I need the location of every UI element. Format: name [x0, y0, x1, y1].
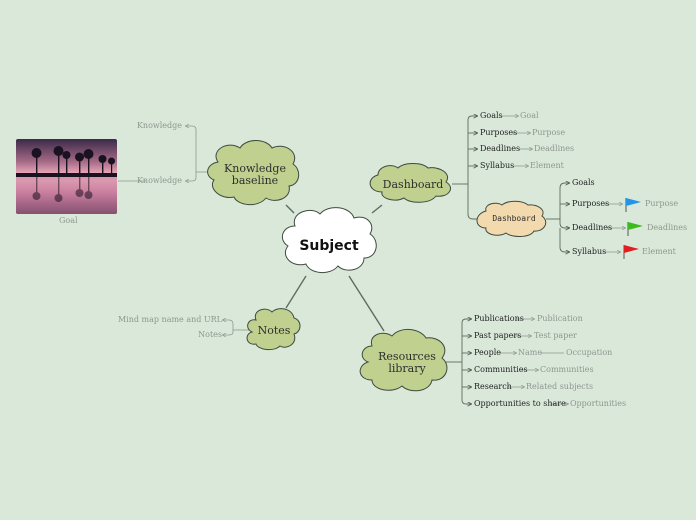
- central-topic-label: Subject: [296, 239, 362, 254]
- connector-resources: [349, 276, 384, 331]
- sub-item-deadlines[interactable]: Deadlines: [572, 224, 612, 232]
- dashboard-target-goal: Goal: [520, 112, 539, 120]
- dashboard-target-purpose: Purpose: [532, 129, 565, 137]
- dashboard-target-element: Element: [530, 162, 564, 170]
- flag-icon-blue: [626, 198, 641, 212]
- resource-target-name: Name: [518, 349, 542, 357]
- resource-item-publications[interactable]: Publications: [474, 315, 524, 323]
- photo-caption: Goal: [59, 217, 78, 225]
- dashboard-item-syllabus[interactable]: Syllabus: [480, 162, 514, 170]
- notes-child-mindmap-url[interactable]: Mind map name and URL: [118, 316, 222, 324]
- sub-item-purposes[interactable]: Purposes: [572, 200, 609, 208]
- knowledge-child-1[interactable]: Knowledge: [137, 122, 182, 130]
- knowledge-baseline-line1: Knowledge: [218, 163, 292, 175]
- sub-item-goals[interactable]: Goals: [572, 179, 595, 187]
- sub-target-deadlines: Deadlines: [647, 224, 687, 232]
- sub-item-syllabus[interactable]: Syllabus: [572, 248, 606, 256]
- resource-target-communities: Communities: [540, 366, 594, 374]
- resources-line2: library: [370, 363, 444, 375]
- resource-target-occupation: Occupation: [566, 349, 612, 357]
- resource-target-opportunities: Opportunities: [570, 400, 626, 408]
- dashboard-item-purposes[interactable]: Purposes: [480, 129, 517, 137]
- resource-item-research[interactable]: Research: [474, 383, 512, 391]
- flag-icon-green: [628, 222, 643, 236]
- dashboard-target-deadlines: Deadlines: [534, 145, 574, 153]
- flag-icon-red: [624, 245, 639, 259]
- connector-knowledge: [286, 205, 294, 213]
- resource-item-past-papers[interactable]: Past papers: [474, 332, 521, 340]
- sub-target-element: Element: [642, 248, 676, 256]
- resource-target-publication: Publication: [537, 315, 583, 323]
- resources-line1: Resources: [370, 351, 444, 363]
- dashboard-item-goals[interactable]: Goals: [480, 112, 503, 120]
- sunset-photo: [16, 139, 117, 214]
- knowledge-child-2[interactable]: Knowledge: [137, 177, 182, 185]
- resource-item-people[interactable]: People: [474, 349, 501, 357]
- dashboard-label: Dashboard: [380, 179, 446, 191]
- resources-library-label: Resources library: [370, 351, 444, 374]
- notes-label: Notes: [252, 325, 296, 337]
- connector-dashboard: [372, 205, 382, 213]
- knowledge-baseline-line2: baseline: [218, 175, 292, 187]
- notes-child-notes[interactable]: Notes: [198, 331, 222, 339]
- resource-item-communities[interactable]: Communities: [474, 366, 528, 374]
- sub-target-purpose: Purpose: [645, 200, 678, 208]
- resource-target-test-paper: Test paper: [534, 332, 577, 340]
- dashboard-item-deadlines[interactable]: Deadlines: [480, 145, 520, 153]
- resource-target-related-subjects: Related subjects: [526, 383, 593, 391]
- knowledge-baseline-label: Knowledge baseline: [218, 163, 292, 186]
- connector-notes: [286, 276, 306, 308]
- dashboard-sub-label: Dashboard: [486, 215, 542, 223]
- resource-item-opportunities[interactable]: Opportunities to share: [474, 400, 566, 408]
